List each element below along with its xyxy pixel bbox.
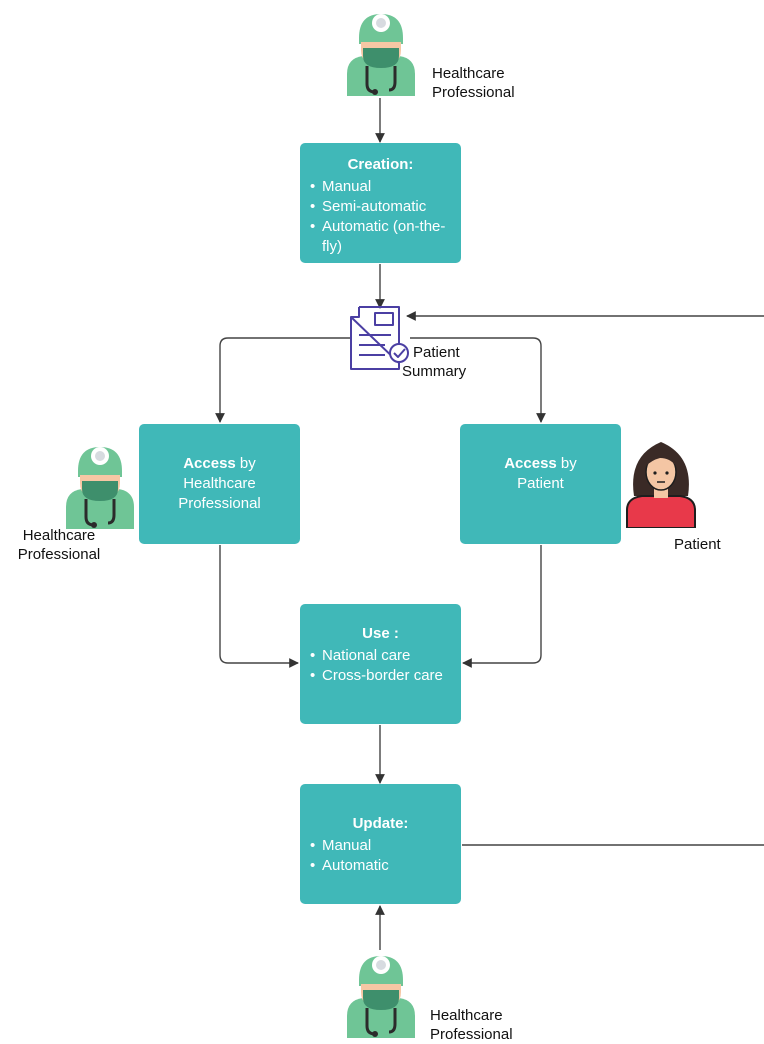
use-list: National care Cross-border care [300,646,461,686]
access-patient-line1: Access by [504,455,577,472]
list-item: Manual [310,836,461,856]
patient-summary-label: Patient Summary [402,344,467,380]
list-item: Semi-automatic [310,197,461,217]
update-title: Update: [352,815,409,832]
creation-list: Manual Semi-automatic Automatic (on-the-… [300,177,461,257]
hp-top-label: Healthcare Professional [432,65,515,101]
arrow-summary-to-access-patient [410,337,546,423]
access-patient-line2: Patient [517,475,564,492]
list-item: National care [310,646,461,666]
document-check-icon [350,306,409,370]
doctor-icon [66,447,134,529]
use-title: Use : [362,625,399,642]
creation-title: Creation: [347,156,414,173]
access-hp-line3: Professional [178,495,261,512]
list-item: Automatic (on-the-fly) [310,217,461,257]
access-hp-line2: Healthcare [183,475,256,492]
patient-label: Patient [674,536,721,553]
list-item: Automatic [310,856,461,876]
update-box: Update: Manual Automatic [300,784,461,904]
access-hp-box: Access by Healthcare Professional [139,424,300,544]
arrow-access-hp-to-use [219,545,299,668]
doctor-icon [347,956,415,1038]
access-patient-box: Access by Patient [460,424,621,544]
creation-box: Creation: Manual Semi-automatic Automati… [300,143,461,263]
arrow-update-loop-to-summary [407,316,764,846]
arrow-summary-to-access-hp [215,337,350,423]
list-item: Cross-border care [310,666,461,686]
hp-left-label: Healthcare Professional [17,527,101,563]
patient-icon [626,442,696,528]
arrow-access-patient-to-use [462,545,542,668]
hp-bottom-label: Healthcare Professional [430,1007,513,1043]
doctor-icon [347,14,415,96]
update-list: Manual Automatic [300,836,461,876]
access-hp-line1: Access by [183,455,256,472]
list-item: Manual [310,177,461,197]
use-box: Use : National care Cross-border care [300,604,461,724]
